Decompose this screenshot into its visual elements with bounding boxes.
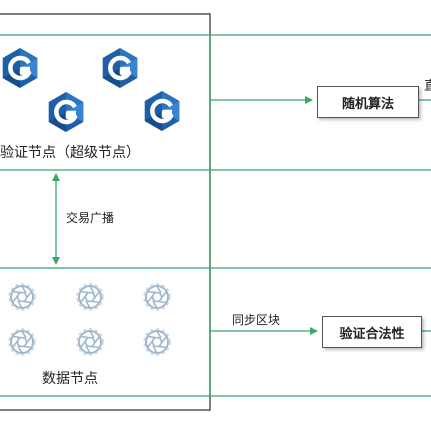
validator-node-icon — [3, 48, 38, 88]
tx-broadcast-label: 交易广播 — [66, 211, 115, 225]
data-nodes-label: 数据节点 — [42, 371, 98, 387]
data-node-icon — [76, 283, 104, 311]
cut-off-label: 直 — [424, 79, 431, 94]
data-node-icon — [8, 283, 36, 311]
data-node-icon — [76, 328, 104, 356]
data-node-icon — [143, 283, 171, 311]
validator-node-icon — [103, 48, 138, 88]
data-node-icon — [143, 328, 171, 356]
data-node-icon — [8, 328, 36, 356]
sync-block-label: 同步区块 — [232, 313, 281, 327]
validator-node-icon — [49, 92, 84, 132]
verify-legality-box: 验证合法性 — [322, 316, 422, 348]
validator-node-icon — [145, 91, 180, 131]
random-algorithm-box: 随机算法 — [317, 86, 419, 118]
validator-nodes-label: 验证节点（超级节点） — [0, 145, 140, 161]
